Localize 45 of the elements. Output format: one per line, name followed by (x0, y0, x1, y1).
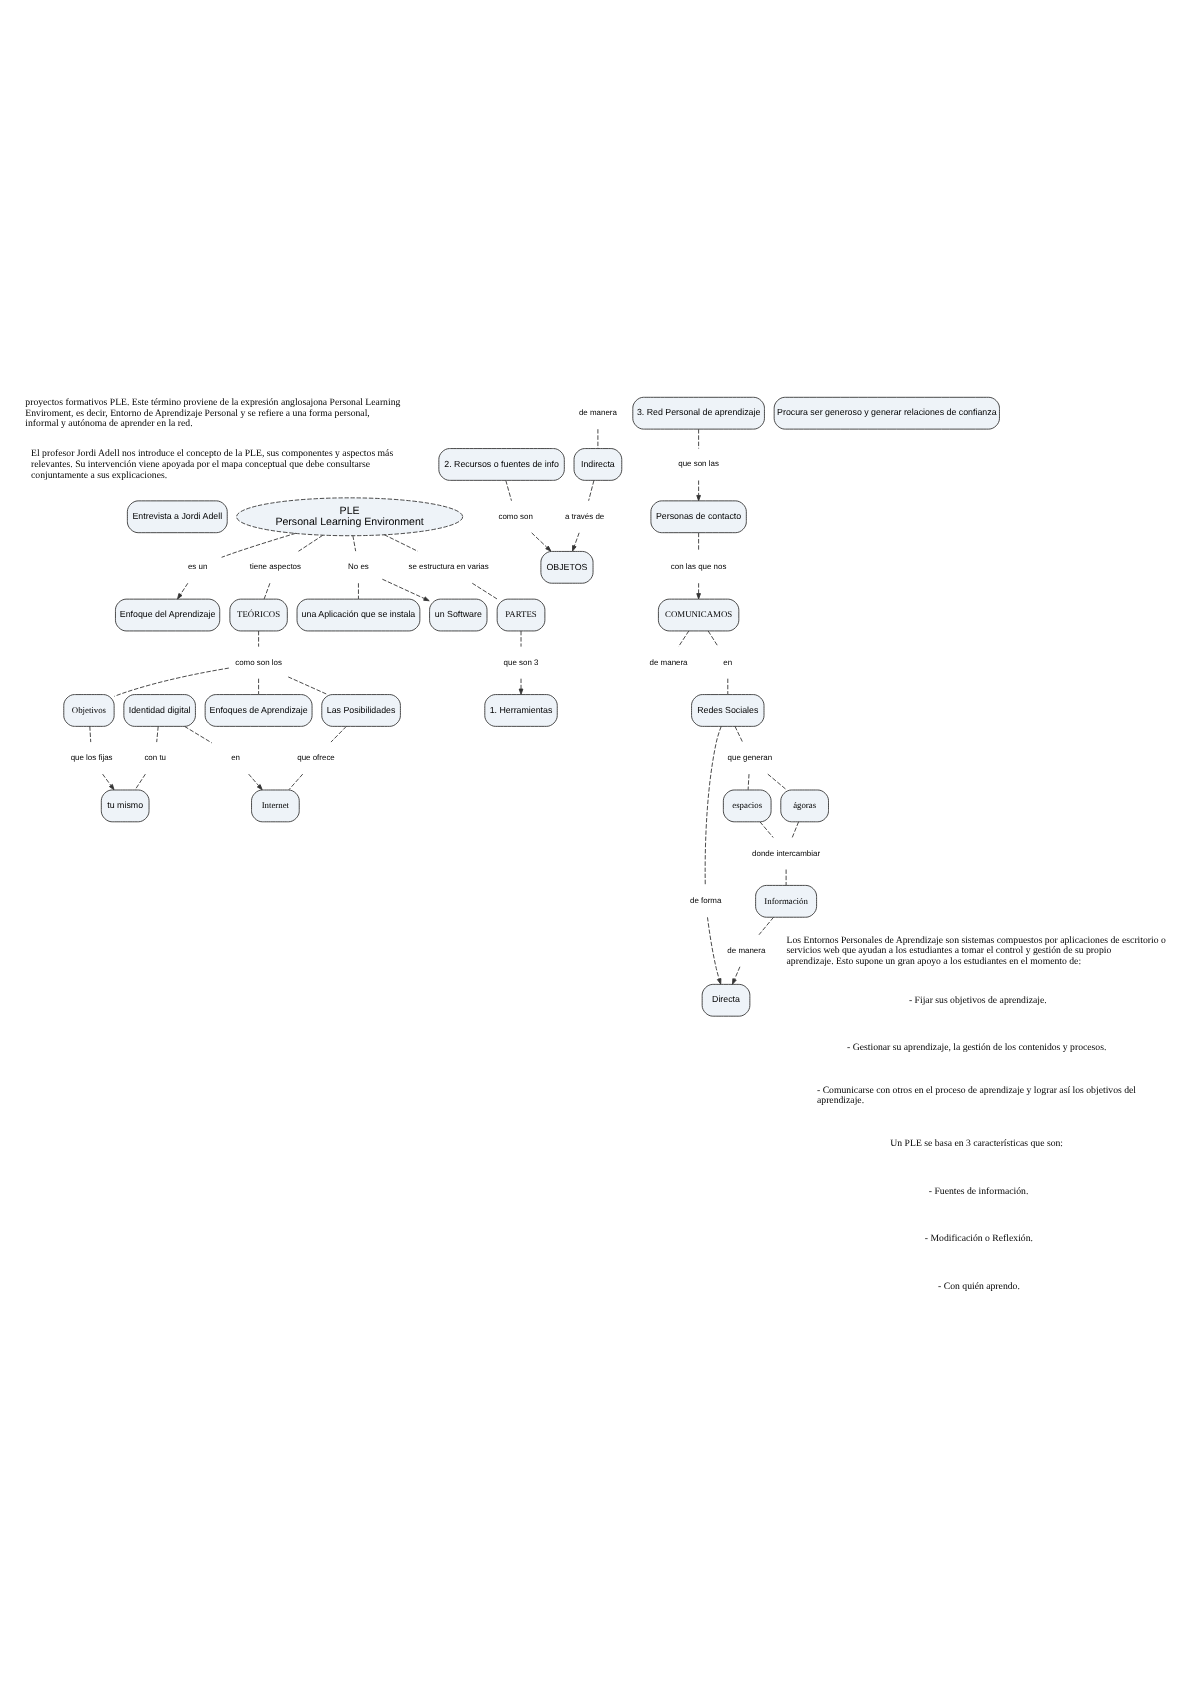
connector (287, 675, 328, 694)
connector (258, 677, 260, 694)
connector (678, 629, 690, 647)
connector (758, 915, 774, 935)
connector (352, 534, 357, 551)
connector (704, 725, 722, 885)
connector (588, 479, 595, 501)
connector (156, 724, 159, 742)
connector (330, 724, 347, 742)
connector (520, 629, 522, 647)
connector (134, 772, 146, 790)
connector (89, 724, 92, 742)
connector (707, 629, 719, 647)
connector (698, 531, 700, 551)
connector (298, 533, 324, 551)
arrow (518, 677, 524, 694)
arrow (732, 965, 741, 984)
arrow (177, 581, 189, 599)
connector (734, 724, 743, 742)
connector (263, 581, 271, 599)
connector (785, 868, 787, 885)
connector (258, 629, 260, 647)
connector (113, 666, 230, 696)
connector (358, 581, 359, 599)
connector (184, 724, 213, 743)
connector (727, 677, 729, 694)
arrow (696, 479, 701, 501)
connector (791, 820, 799, 837)
arrow (572, 531, 580, 551)
arrow (381, 577, 430, 601)
connector (767, 772, 787, 790)
connector (597, 427, 599, 448)
arrow (531, 531, 552, 551)
arrow (248, 772, 263, 790)
arrow (707, 915, 722, 984)
arrow (102, 772, 115, 790)
connector (288, 772, 304, 790)
connector (759, 820, 774, 837)
connector (505, 479, 512, 501)
connector (383, 533, 419, 551)
connector (698, 427, 700, 448)
arrow (696, 581, 701, 599)
connector (471, 581, 498, 599)
connector (221, 531, 297, 557)
connector (747, 772, 750, 790)
